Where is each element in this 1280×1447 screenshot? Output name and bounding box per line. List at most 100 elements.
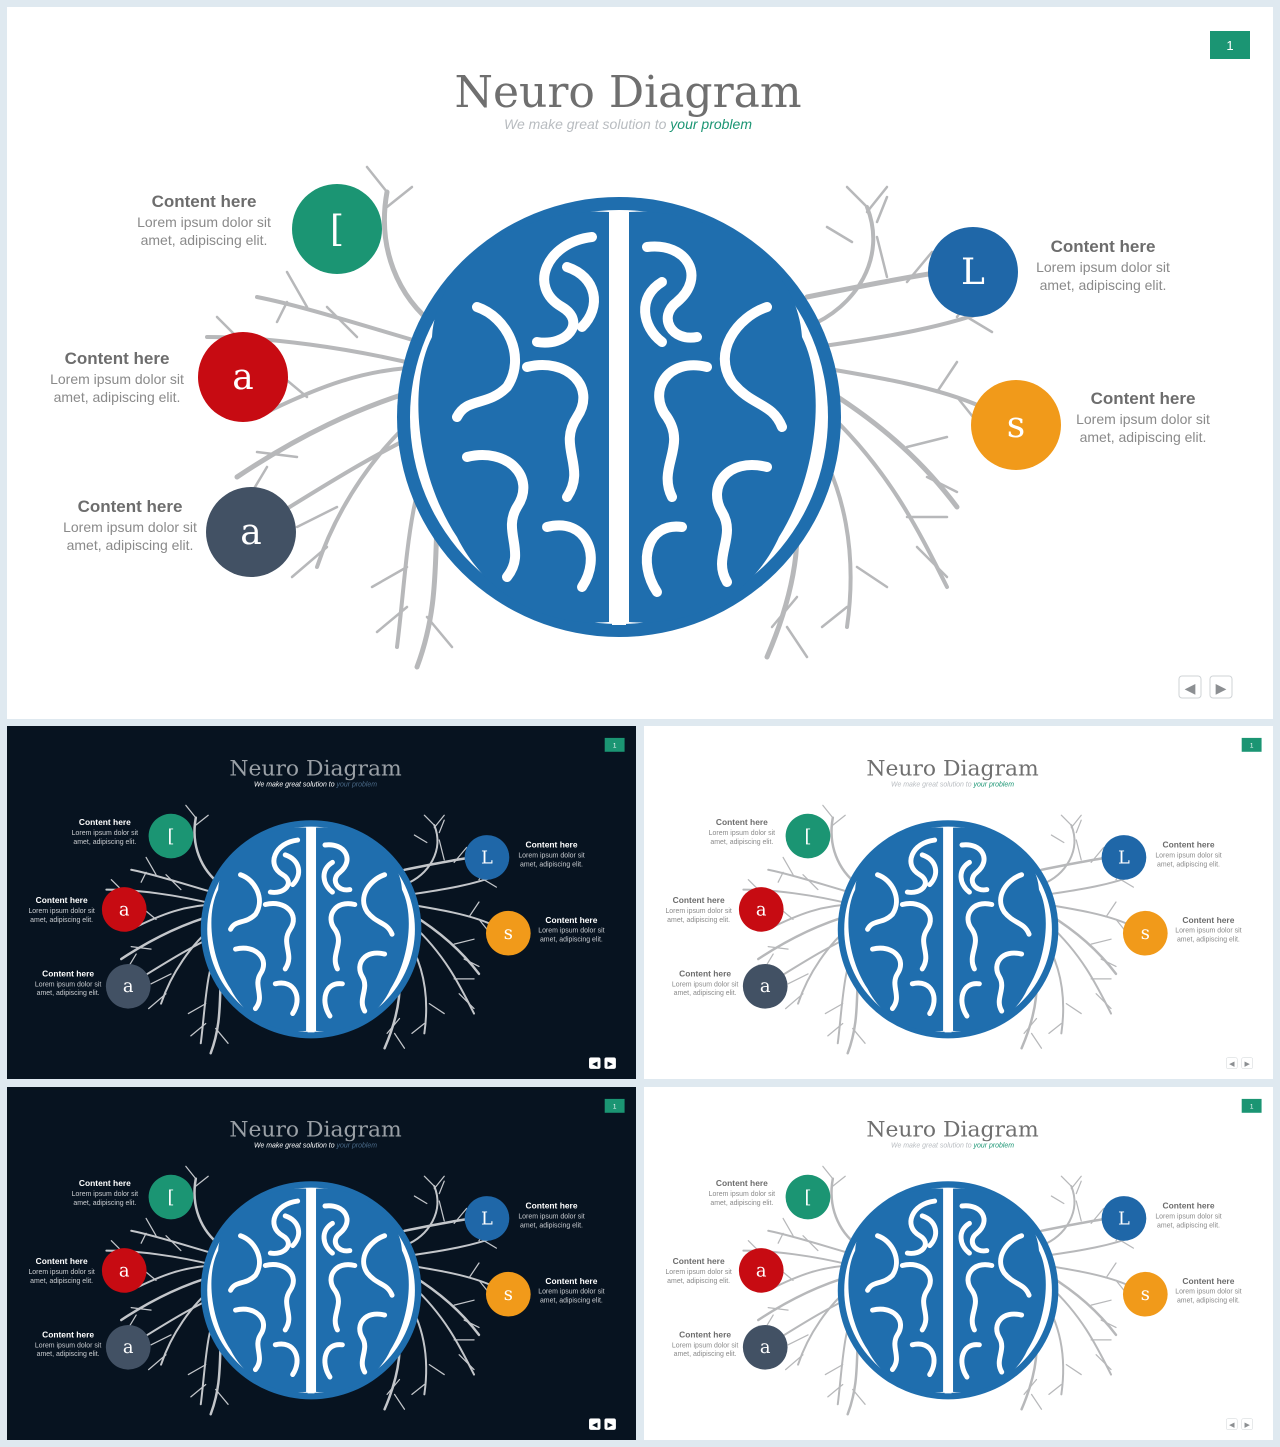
content-circle[interactable] xyxy=(738,887,784,932)
brain-fold xyxy=(919,852,939,888)
branch-twig xyxy=(147,1354,167,1371)
branch-twig xyxy=(413,834,428,844)
brain-left-hemisphere xyxy=(418,211,609,623)
prev-slide-button[interactable]: ◀ xyxy=(589,1057,601,1069)
content-circle[interactable] xyxy=(464,835,510,880)
content-circle[interactable] xyxy=(464,1196,510,1241)
content-circle[interactable] xyxy=(206,487,296,577)
branch-twig xyxy=(463,1319,480,1329)
next-slide-button[interactable]: ▶ xyxy=(1241,1057,1253,1069)
prev-slide-button[interactable]: ◀ xyxy=(589,1418,601,1430)
branch-twig xyxy=(458,993,475,1010)
brain-fold xyxy=(262,901,296,972)
branch-line xyxy=(805,205,876,329)
brain-fold xyxy=(262,1262,296,1333)
content-circle[interactable] xyxy=(971,380,1061,470)
branch-twig xyxy=(824,1364,844,1376)
next-slide-button[interactable]: ▶ xyxy=(604,1057,616,1069)
content-line2: amet, adipiscing elit. xyxy=(30,917,93,924)
prev-slide-button[interactable]: ◀ xyxy=(1226,1057,1238,1069)
content-circle[interactable] xyxy=(101,887,147,932)
content-circle[interactable] xyxy=(928,227,1018,317)
content-circle[interactable] xyxy=(485,1271,531,1317)
brain-right-hemisphere xyxy=(953,1188,1046,1393)
content-circle[interactable] xyxy=(105,1324,151,1370)
content-circle[interactable] xyxy=(292,184,382,274)
content-circle[interactable] xyxy=(1101,835,1147,880)
prev-arrow-icon: ◀ xyxy=(1229,1422,1235,1429)
content-circle[interactable] xyxy=(1101,1196,1147,1241)
branch-twig xyxy=(784,1354,804,1371)
next-arrow-icon: ▶ xyxy=(607,1422,613,1429)
content-circle[interactable] xyxy=(1122,1271,1168,1317)
content-circle[interactable] xyxy=(738,1248,784,1293)
next-slide-button[interactable]: ▶ xyxy=(604,1418,616,1430)
branch-twig xyxy=(150,1334,172,1346)
prev-slide-button[interactable]: ◀ xyxy=(1178,675,1202,699)
slide-title: Neuro Diagram xyxy=(866,1118,1039,1143)
branch-twig xyxy=(822,804,834,819)
branch-twig xyxy=(386,1017,401,1035)
branch-twig xyxy=(483,879,498,888)
branch-twig xyxy=(782,1217,794,1237)
content-circle[interactable] xyxy=(1122,910,1168,956)
branch-twig xyxy=(1070,1175,1082,1190)
page-number: 1 xyxy=(613,742,617,749)
content-circle[interactable] xyxy=(148,813,194,859)
content-circle[interactable] xyxy=(485,910,531,956)
branch-twig xyxy=(145,856,157,876)
brain-left-hemisphere xyxy=(848,1188,944,1393)
content-heading: Content here xyxy=(42,1329,94,1339)
content-circle[interactable] xyxy=(105,963,151,1009)
branch-twig xyxy=(1065,1364,1082,1376)
content-circle[interactable] xyxy=(742,1324,788,1370)
content-circle[interactable] xyxy=(785,813,831,859)
next-slide-button[interactable]: ▶ xyxy=(1209,675,1233,699)
prev-arrow-icon: ◀ xyxy=(592,1422,598,1429)
content-circle[interactable] xyxy=(198,332,288,422)
brain-fold xyxy=(865,1233,899,1293)
content-heading: Content here xyxy=(673,1256,725,1266)
content-circle[interactable] xyxy=(148,1174,194,1220)
content-circle[interactable] xyxy=(101,1248,147,1293)
content-circle[interactable] xyxy=(742,963,788,1009)
circle-letter: a xyxy=(119,899,130,920)
prev-slide-button[interactable]: ◀ xyxy=(1226,1418,1238,1430)
circle-letter: L xyxy=(481,847,493,868)
next-slide-button[interactable]: ▶ xyxy=(1241,1418,1253,1430)
content-heading: Content here xyxy=(673,895,725,905)
branch-twig xyxy=(438,1200,445,1222)
brain-graphic xyxy=(837,1181,1059,1400)
content-circle[interactable] xyxy=(785,1174,831,1220)
brain-fold xyxy=(959,1342,982,1380)
